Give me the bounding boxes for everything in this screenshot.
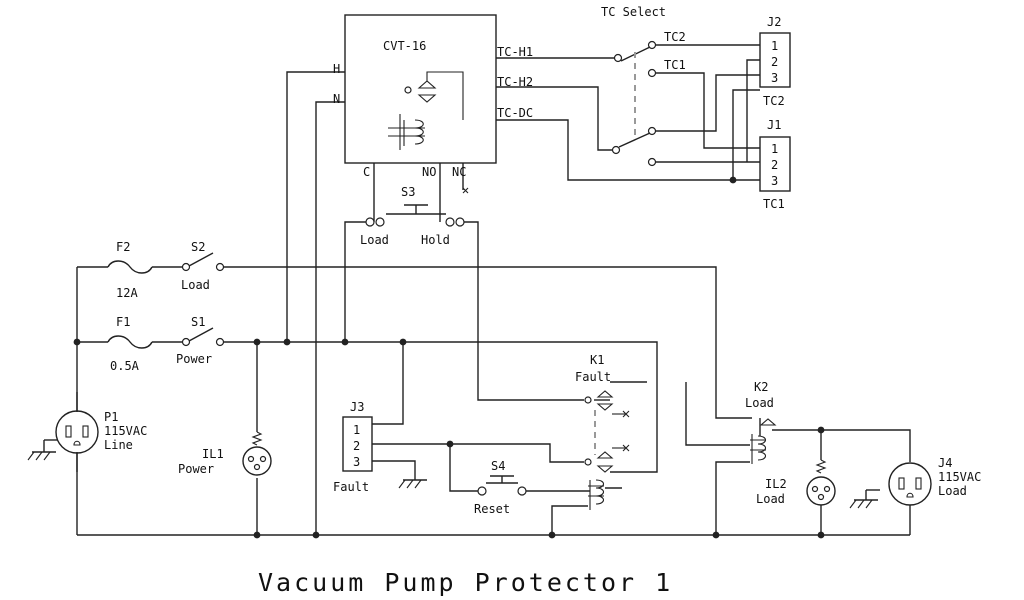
j3-ref: J3: [350, 400, 364, 414]
cvt16-out-h1: TC-H1: [497, 45, 533, 59]
j4-rating: 115VAC: [938, 470, 981, 484]
s3-label-hold: Hold: [421, 233, 450, 247]
diagram-title: Vacuum Pump Protector 1: [258, 568, 673, 597]
s5-throw-tc2: TC2: [664, 30, 686, 44]
f1-rating: 0.5A: [110, 359, 140, 373]
cvt16-pin-no: NO: [422, 165, 436, 179]
cvt16-label: CVT-16: [383, 39, 426, 53]
p1-rating: 115VAC: [104, 424, 147, 438]
j4-label: Load: [938, 484, 967, 498]
s4-ref: S4: [491, 459, 505, 473]
j4-ref: J4: [938, 456, 952, 470]
s5-tc-select: S5 TC Select TC2 TC1: [601, 0, 686, 167]
k1-label: Fault: [575, 370, 611, 384]
cvt16-out-dc: TC-DC: [497, 106, 533, 120]
s1-ref: S1: [191, 315, 205, 329]
il1-ref: IL1: [202, 447, 224, 461]
j3-pin-2: 2: [353, 439, 360, 453]
il1-lamp: IL1 Power: [178, 431, 272, 476]
j1-pin-1: 1: [771, 142, 778, 156]
f2-ref: F2: [116, 240, 130, 254]
p1-ref: P1: [104, 410, 118, 424]
j3-label: Fault: [333, 480, 369, 494]
k1-ref: K1: [590, 353, 604, 367]
j3-connector: J3 1 2 3 Fault: [333, 400, 427, 494]
s3-ref: S3: [401, 185, 415, 199]
s4-switch: S4 Reset: [474, 459, 527, 516]
il2-ref: IL2: [765, 477, 787, 491]
junction-dots: [73, 176, 825, 539]
j1-label: TC1: [763, 197, 785, 211]
il2-label: Load: [756, 492, 785, 506]
cvt16-module: CVT-16 H N TC-H1 TC-H2 TC-DC C NO NC: [333, 14, 533, 194]
j3-pin-3: 3: [353, 455, 360, 469]
s2-ref: S2: [191, 240, 205, 254]
il1-label: Power: [178, 462, 214, 476]
j1-connector: J1 1 2 3 TC1: [759, 118, 791, 211]
p1-ground-icon: [27, 440, 56, 461]
s3-label-load: Load: [360, 233, 389, 247]
j1-pin-3: 3: [771, 174, 778, 188]
j2-pin-3: 3: [771, 71, 778, 85]
j2-pin-2: 2: [771, 55, 778, 69]
j4-socket: J4 115VAC Load: [849, 456, 981, 509]
cvt16-pin-h: H: [333, 62, 340, 76]
s3-switch: S3 Load Hold: [360, 185, 465, 247]
p1-label: Line: [104, 438, 133, 452]
s4-label: Reset: [474, 502, 510, 516]
s1-label: Power: [176, 352, 212, 366]
f1-fuse: F1 0.5A: [107, 315, 153, 373]
cvt16-out-h2: TC-H2: [497, 75, 533, 89]
p1-plug: P1 115VAC Line: [27, 392, 147, 472]
j1-pin-2: 2: [771, 158, 778, 172]
j4-ground-icon: [849, 490, 878, 509]
s1-switch: S1 Power: [176, 315, 225, 366]
j3-ground-icon: [398, 479, 427, 489]
s5-label: TC Select: [601, 5, 666, 19]
k2-relay: K2 Load: [745, 380, 777, 464]
j2-label: TC2: [763, 94, 785, 108]
s2-label: Load: [181, 278, 210, 292]
f1-ref: F1: [116, 315, 130, 329]
k1-relay: K1 Fault: [575, 353, 630, 473]
k1-coil: [588, 479, 605, 510]
f2-rating: 12A: [116, 286, 138, 300]
k2-label: Load: [745, 396, 774, 410]
j2-pin-1: 1: [771, 39, 778, 53]
j2-connector: J2 1 2 3 TC2: [759, 15, 791, 108]
cvt16-pin-c: C: [363, 165, 370, 179]
s5-throw-tc1: TC1: [664, 58, 686, 72]
j3-pin-1: 1: [353, 423, 360, 437]
s2-switch: S2 Load: [181, 240, 225, 292]
f2-fuse: F2 12A: [107, 240, 153, 300]
s5-ref: S5: [635, 0, 649, 1]
il2-lamp: IL2 Load: [756, 459, 836, 506]
j2-ref: J2: [767, 15, 781, 29]
cvt16-pin-nc: NC: [452, 165, 466, 179]
k2-ref: K2: [754, 380, 768, 394]
cvt16-pin-n: N: [333, 92, 340, 106]
j1-ref: J1: [767, 118, 781, 132]
